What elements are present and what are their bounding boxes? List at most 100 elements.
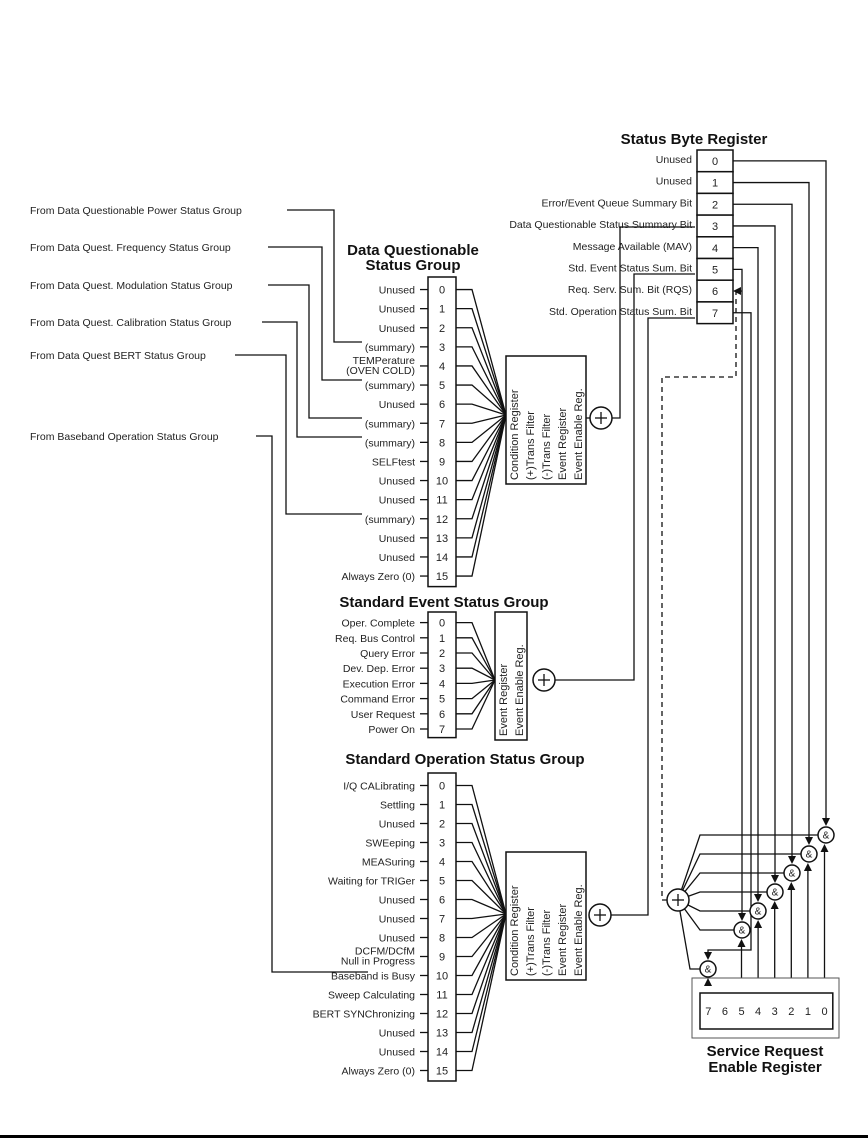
external-source-label: From Data Quest. Frequency Status Group xyxy=(30,242,231,254)
source-baseband-wire xyxy=(256,435,368,973)
bit-number: 10 xyxy=(436,476,448,488)
fan-in-wire xyxy=(456,679,496,715)
register-label: (+)Trans Filter xyxy=(525,411,537,480)
and-gate xyxy=(749,902,767,920)
and-gate xyxy=(783,864,801,882)
register-label: Event Register xyxy=(557,904,569,976)
fan-in-wire xyxy=(456,365,507,416)
fan-in-wire xyxy=(456,913,507,1072)
bit-number: 5 xyxy=(439,876,445,888)
bit-label: Command Error xyxy=(340,694,415,706)
fan-in-wire xyxy=(456,414,507,558)
status-byte-bit-number: 3 xyxy=(712,221,718,233)
bit-number: 1 xyxy=(439,633,445,645)
data-questionable-register-stack xyxy=(505,355,587,485)
bit-number: 2 xyxy=(439,323,445,335)
service-request-bit-number: 2 xyxy=(788,1006,794,1018)
bit-label: Unused xyxy=(379,495,415,507)
bit-label: I/Q CALibrating xyxy=(343,781,415,793)
bit-label: User Request xyxy=(351,709,415,721)
fan-in-wire xyxy=(456,414,507,501)
and-output-wire xyxy=(677,891,767,901)
source-bert-wire xyxy=(235,354,362,515)
bit-number: 0 xyxy=(439,618,445,630)
fan-in-wire xyxy=(456,327,507,416)
bit-number: 13 xyxy=(436,533,448,545)
bit-label: Execution Error xyxy=(343,678,416,690)
and-output-wire xyxy=(677,834,818,901)
fan-in-wire xyxy=(456,841,507,915)
and-gate-symbol: & xyxy=(806,850,813,861)
bit-number: 4 xyxy=(439,857,445,869)
register-label: Condition Register xyxy=(509,885,521,976)
bit-label: Unused xyxy=(379,285,415,297)
source-calibration-wire xyxy=(262,321,362,438)
status-byte-bit1-wire xyxy=(733,181,810,837)
bit-number: 5 xyxy=(439,380,445,392)
bit-label: (summary) xyxy=(365,514,415,526)
bit-number: 8 xyxy=(439,933,445,945)
service-request-bit-number: 6 xyxy=(722,1006,728,1018)
status-byte-bit-label: Message Available (MAV) xyxy=(573,241,692,253)
service-request-bit-number: 1 xyxy=(805,1006,811,1018)
and-gate xyxy=(800,845,818,863)
bit-label-line2: Null in Progress xyxy=(341,956,415,968)
bit-number: 6 xyxy=(439,895,445,907)
bit-number: 15 xyxy=(436,1066,448,1078)
bit-number: 3 xyxy=(439,838,445,850)
arrow-down-icon xyxy=(788,856,796,864)
status-byte-bit-cell xyxy=(696,301,734,325)
and-gate xyxy=(699,960,717,978)
page-bottom-rule xyxy=(0,1135,868,1138)
and-gate-symbol: & xyxy=(739,926,746,937)
fan-in-wire xyxy=(456,913,507,996)
arrow-up-icon xyxy=(820,844,829,852)
and-gate xyxy=(733,921,751,939)
fan-in-wire xyxy=(456,913,507,977)
register-label: Event Enable Reg. xyxy=(573,884,585,976)
bit-number: 2 xyxy=(439,648,445,660)
bit-number: 11 xyxy=(436,990,447,1002)
status-byte-bit-number: 0 xyxy=(712,156,718,168)
bit-number: 14 xyxy=(436,552,448,564)
fan-in-wire xyxy=(456,679,496,730)
source-frequency-wire xyxy=(268,246,362,381)
bit-number: 13 xyxy=(436,1028,448,1040)
fan-in-wire xyxy=(456,667,496,681)
status-byte-bit-label: Unused xyxy=(656,176,692,188)
register-label: (-)Trans Filter xyxy=(541,413,553,480)
fan-in-wire xyxy=(456,637,496,681)
status-byte-bit-label: Std. Event Status Sum. Bit xyxy=(568,263,692,275)
register-label: Event Enable Reg. xyxy=(514,644,526,736)
dq-summary-to-status-byte-wire xyxy=(612,226,695,419)
external-source-label: From Baseband Operation Status Group xyxy=(30,431,219,443)
bit-label: Unused xyxy=(379,476,415,488)
data-questionable-title-line1: Data Questionable xyxy=(347,242,479,259)
bit-label: Power On xyxy=(368,724,415,736)
bit-number: 2 xyxy=(439,819,445,831)
bit-label: Unused xyxy=(379,323,415,335)
service-request-bit-number: 5 xyxy=(738,1006,744,1018)
rqs-feedback-wire xyxy=(661,290,742,901)
fan-in-wire xyxy=(456,913,507,1053)
status-byte-bit-label: Error/Event Queue Summary Bit xyxy=(541,197,692,209)
fan-in-wire xyxy=(456,784,507,915)
bit-number: 10 xyxy=(436,971,448,983)
bit-number: 12 xyxy=(436,514,448,526)
standard-operation-title: Standard Operation Status Group xyxy=(345,751,584,768)
data-questionable-bit-column xyxy=(427,276,457,588)
bit-number: 9 xyxy=(439,952,445,964)
bit-label-line2: (OVEN COLD) xyxy=(346,365,415,377)
fan-in-wire xyxy=(456,913,507,939)
fan-in-wire xyxy=(456,898,507,915)
bit-number: 0 xyxy=(439,781,445,793)
bit-number: 14 xyxy=(436,1047,448,1059)
status-byte-bit-number: 2 xyxy=(712,199,718,211)
fan-in-wire xyxy=(456,652,496,681)
bit-number: 9 xyxy=(439,456,445,468)
bit-number: 4 xyxy=(439,678,445,690)
bit-label: (summary) xyxy=(365,380,415,392)
and-gate-symbol: & xyxy=(823,831,830,842)
bit-label: Query Error xyxy=(360,648,415,660)
arrow-up-icon xyxy=(770,901,779,909)
